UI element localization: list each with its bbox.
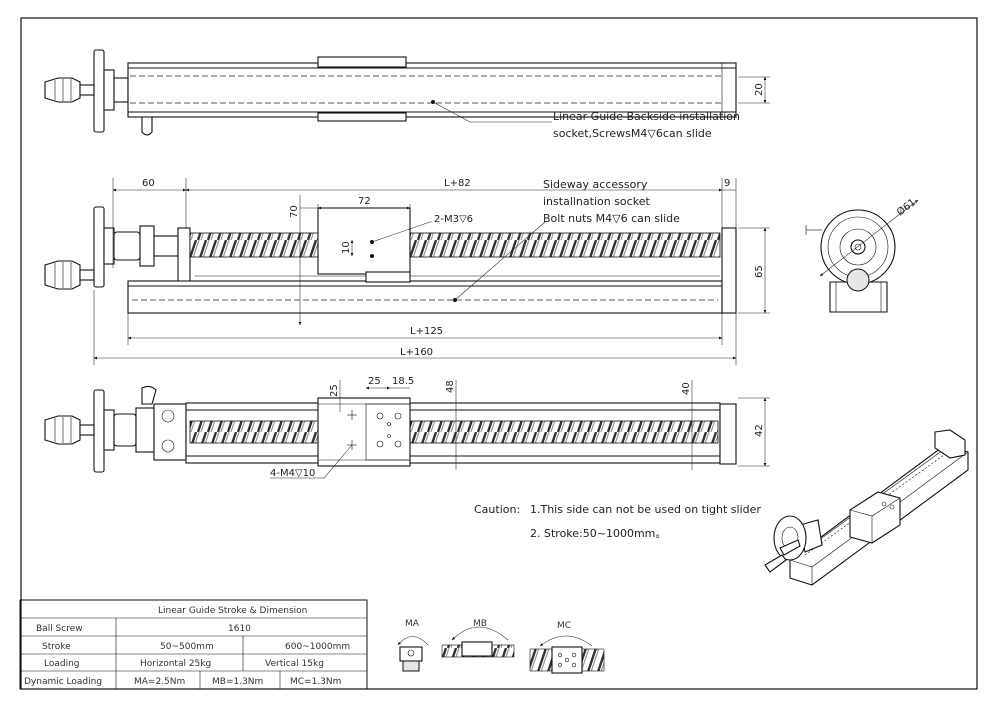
moment-mc-icon: MC	[529, 621, 605, 674]
front-length-dim: L+82	[444, 178, 471, 189]
front-height-dim: 65	[754, 265, 765, 278]
front-view: 60 L+82 9 72 70 10 2-M3▽6 65 L+125 L+160…	[44, 178, 770, 365]
front-note-line1: Sideway accessory	[543, 178, 648, 191]
table-cell: Vertical 15kg	[265, 659, 324, 669]
front-note-line2: installnation socket	[543, 195, 650, 208]
top-view: 20 Linear Guide Backside installation so…	[44, 49, 770, 140]
end-view: Ø61	[805, 196, 919, 313]
front-carriage-width-dim: 72	[358, 196, 371, 207]
spec-table: Linear Guide Stroke & Dimension Ball Scr…	[19, 599, 368, 690]
caution-label: Caution:	[474, 503, 520, 516]
table-row-label: Dynamic Loading	[24, 677, 102, 687]
front-overall-length-dim: L+160	[400, 347, 433, 358]
table-cell: 1610	[228, 624, 251, 634]
front-rail-length-dim: L+125	[410, 326, 443, 337]
front-carriage-offset-dim: 70	[289, 205, 300, 218]
bottom-dim-b: 25	[368, 376, 381, 387]
moment-mb-icon: MB	[441, 619, 515, 658]
caution-line1: 1.This side can not be used on tight sli…	[530, 503, 761, 516]
bottom-dim-c: 18.5	[392, 376, 414, 387]
table-cell: 50~500mm	[160, 642, 214, 652]
table-row-label: Loading	[44, 659, 80, 669]
bottom-dim-a: 25	[329, 384, 340, 397]
isometric-sketch	[764, 429, 969, 586]
moment-ma-icon: MA	[397, 619, 429, 672]
top-height-dim: 20	[754, 83, 765, 96]
moment-ma-label: MA	[405, 619, 420, 629]
table-cell: MC=1.3Nm	[290, 677, 341, 687]
table-cell: MB=1.3Nm	[212, 677, 263, 687]
bottom-view: 25 25 18.5 48 40 42 4-M4▽10	[44, 376, 770, 479]
table-row-label: Ball Screw	[36, 624, 83, 634]
front-hole-callout: 2-M3▽6	[434, 214, 473, 225]
table-title: Linear Guide Stroke & Dimension	[158, 606, 307, 616]
front-note-line3: Bolt nuts M4▽6 can slide	[543, 212, 680, 225]
moment-mc-label: MC	[557, 621, 571, 631]
drawing-border	[20, 17, 978, 690]
top-note-line1: Linear Guide Backside installation	[553, 110, 740, 123]
ball-screw	[189, 232, 721, 258]
caution-notes: Caution: 1.This side can not be used on …	[474, 503, 761, 540]
moment-mb-label: MB	[473, 619, 487, 629]
ball-screw-bottom	[189, 420, 719, 444]
front-right-dim: 9	[724, 178, 730, 189]
front-hole-spacing-dim: 10	[341, 241, 352, 254]
table-cell: MA=2.5Nm	[134, 677, 185, 687]
end-diameter-dim: Ø61	[894, 196, 918, 218]
bottom-hole-callout: 4-M4▽10	[270, 468, 315, 479]
table-row-label: Stroke	[42, 642, 71, 652]
moment-diagrams: MA MB MC	[397, 619, 605, 674]
table-cell: Horizontal 25kg	[140, 659, 211, 669]
caution-line2: 2. Stroke:50~1000mm。	[530, 527, 666, 540]
bottom-dim-d: 48	[445, 380, 456, 393]
bottom-dim-e: 40	[681, 382, 692, 395]
front-left-dim: 60	[142, 178, 155, 189]
top-note-line2: socket,ScrewsM4▽6can slide	[553, 127, 712, 140]
bottom-height-dim: 42	[754, 424, 765, 437]
table-cell: 600~1000mm	[285, 642, 350, 652]
